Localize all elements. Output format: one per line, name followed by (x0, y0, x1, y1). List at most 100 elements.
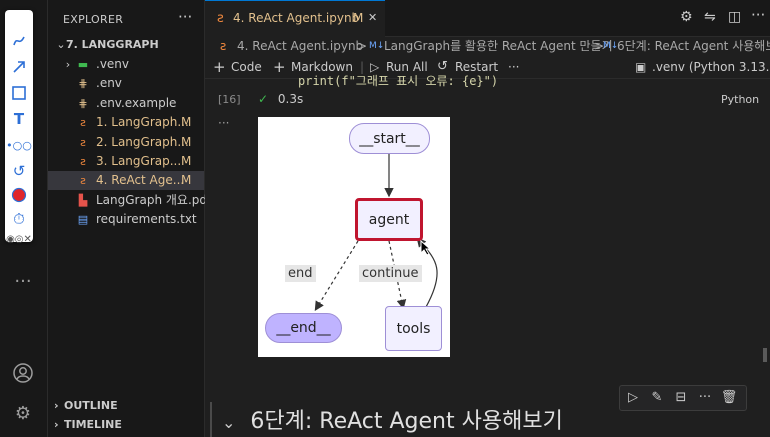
run-all-button[interactable]: Run All (386, 60, 428, 74)
success-check-icon: ✓ (258, 92, 269, 106)
close-icon[interactable]: ✕ (368, 11, 378, 24)
edge-label-end: end (285, 265, 316, 282)
pen-tool-icon[interactable] (7, 30, 31, 52)
folder-root-label: 7. LANGGRAPH (66, 38, 159, 51)
heading-text: 6단계: ReAct Agent 사용해보기 (250, 409, 563, 434)
modified-badge: M (181, 135, 192, 149)
arrow-tool-icon[interactable] (7, 56, 31, 78)
tree-item-label: .env (96, 76, 122, 90)
text-file-icon: ▤ (77, 213, 89, 226)
node-end: __end__ (265, 313, 342, 343)
node-agent: agent (355, 198, 423, 241)
compare-changes-icon[interactable]: ⇋ (704, 9, 716, 25)
edge-label-continue: continue (359, 265, 422, 282)
connector-tool-icon[interactable]: •○○ (6, 138, 32, 152)
split-editor-icon[interactable]: ◫ (728, 9, 742, 25)
tree-item-notebook-3[interactable]: ƨ 3. LangGrap... M (48, 152, 204, 171)
modified-badge: M (181, 173, 192, 187)
toolbar-more-button[interactable]: ··· (508, 60, 520, 74)
graph-diagram: __start__ agent end continue __end__ too… (258, 117, 450, 357)
tree-item-requirements[interactable]: ▤ requirements.txt (48, 210, 204, 229)
text-tool-icon[interactable]: T (13, 110, 25, 128)
add-markdown-button[interactable]: Markdown (291, 60, 353, 74)
breadcrumb-separator: > (357, 39, 368, 53)
run-cell-icon[interactable]: ▷ (628, 389, 638, 405)
timeline-label: TIMELINE (64, 418, 122, 431)
tree-item-notebook-1[interactable]: ƨ 1. LangGraph... M (48, 113, 204, 132)
color-picker-icon[interactable] (7, 184, 31, 206)
more-views-icon[interactable]: ··· (14, 270, 32, 292)
pdf-file-icon: ▙ (78, 194, 88, 207)
tree-item-notebook-4-selected[interactable]: ƨ 4. ReAct Age... M (48, 171, 204, 190)
split-cell-icon[interactable]: ⊟ (675, 389, 687, 405)
tree-item-label: LangGraph 개요.pdf (96, 193, 212, 207)
notebook-icon: ƨ (80, 174, 86, 187)
tree-item-label: 2. LangGraph... (96, 135, 189, 149)
cell-focus-bar (210, 402, 212, 437)
toolbar-divider: | (360, 60, 365, 74)
chevron-down-icon[interactable]: ⌄ (222, 413, 236, 432)
notebook-icon: ƨ (80, 116, 86, 129)
mouse-cursor-icon (420, 240, 432, 256)
account-icon[interactable] (10, 360, 36, 386)
delete-cell-icon[interactable]: 🗑 (720, 389, 738, 405)
node-start: __start__ (349, 123, 430, 154)
output-more-button[interactable]: ··· (218, 116, 230, 130)
explorer-title: EXPLORER (63, 13, 124, 26)
chevron-right-icon: › (54, 418, 59, 431)
timeline-section[interactable]: › TIMELINE (48, 415, 204, 435)
chevron-right-icon: › (65, 58, 71, 71)
notebook-icon: ƨ (217, 11, 224, 26)
plus-icon: + (213, 58, 226, 76)
modified-badge: M (353, 11, 364, 25)
settings-gear-icon[interactable]: ⚙ (14, 402, 32, 424)
record-controls-icon[interactable]: ◉◎✕ (6, 233, 32, 245)
gear-icon[interactable]: ⚙ (680, 9, 693, 25)
edge-agent-tools (388, 240, 407, 310)
tab-react-agent[interactable]: ƨ 4. ReAct Agent.ipynb M ✕ (205, 0, 385, 37)
cell-language[interactable]: Python (721, 93, 760, 106)
restart-icon: ↺ (437, 59, 448, 74)
tab-bar: ƨ 4. ReAct Agent.ipynb M ✕ ⚙ ⇋ ◫ ··· (205, 0, 770, 37)
tree-item-pdf[interactable]: ▙ LangGraph 개요.pdf (48, 191, 211, 210)
undo-tool-icon[interactable]: ↺ (12, 162, 26, 180)
edit-pencil-icon[interactable]: ✎ (651, 389, 663, 405)
timer-tool-icon[interactable]: ⏱ (13, 210, 25, 228)
tree-item-venv[interactable]: › ▬ .venv (48, 55, 204, 74)
folder-green-icon: ▬ (77, 58, 89, 71)
notebook-icon: ƨ (220, 39, 227, 53)
kernel-icon: ▣ (635, 60, 647, 74)
explorer-sidebar: EXPLORER ··· ⌄ 7. LANGGRAPH › ▬ .venv ⋕ … (48, 0, 211, 437)
add-code-button[interactable]: Code (231, 60, 262, 74)
notebook-icon: ƨ (80, 136, 86, 149)
plus-icon: + (273, 58, 286, 76)
chevron-down-icon: ⌄ (56, 38, 66, 51)
kernel-selector[interactable]: .venv (Python 3.13.2) (652, 60, 770, 74)
scrollbar-thumb[interactable] (763, 348, 767, 362)
tree-item-env-example[interactable]: ⋕ .env.example (48, 94, 204, 113)
explorer-more-button[interactable]: ··· (178, 8, 193, 26)
settings-file-icon: ⋕ (78, 77, 88, 90)
restart-button[interactable]: Restart (455, 60, 499, 74)
breadcrumb-section-2[interactable]: 6단계: ReAct Agent 사용해보기 (617, 39, 770, 53)
breadcrumb: ƨ 4. ReAct Agent.ipynb > M↓ LangGraph를 활… (205, 37, 770, 55)
tree-item-label: requirements.txt (96, 212, 197, 226)
tree-item-env[interactable]: ⋕ .env (48, 74, 204, 93)
tree-item-notebook-2[interactable]: ƨ 2. LangGraph... M (48, 133, 204, 152)
markdown-heading[interactable]: ⌄ 6단계: ReAct Agent 사용해보기 (222, 403, 563, 435)
rectangle-tool-icon[interactable] (7, 82, 31, 104)
modified-badge: M (181, 115, 192, 129)
breadcrumb-section-1[interactable]: LangGraph를 활용한 ReAct Agent 만들기 (384, 39, 613, 53)
notebook-icon: ƨ (80, 155, 86, 168)
markdown-icon: M↓ (369, 41, 385, 51)
breadcrumb-file[interactable]: 4. ReAct Agent.ipynb (237, 39, 364, 53)
code-line-fragment[interactable]: print(f"그래프 표시 오류: {e}") (298, 74, 499, 88)
more-actions-icon[interactable]: ··· (751, 6, 766, 24)
cell-more-icon[interactable]: ··· (698, 389, 712, 405)
folder-root[interactable]: ⌄ 7. LANGGRAPH (48, 35, 204, 54)
tree-item-label: 1. LangGraph... (96, 115, 189, 129)
execution-count: [16] (218, 93, 241, 106)
tab-label: 4. ReAct Agent.ipynb (233, 11, 360, 25)
tree-item-label: .venv (96, 57, 130, 71)
outline-section[interactable]: › OUTLINE (48, 396, 204, 416)
